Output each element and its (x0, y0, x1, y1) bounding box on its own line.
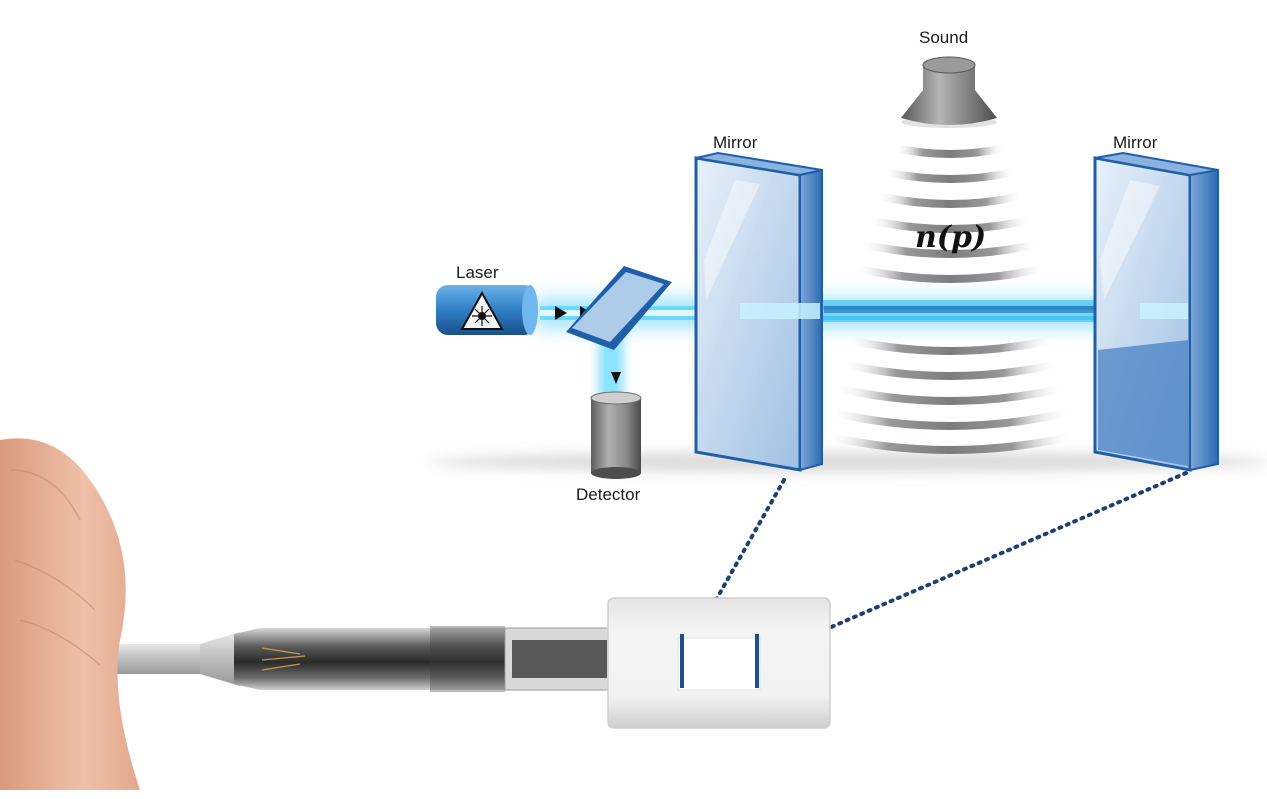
beam-splitter (566, 266, 672, 350)
label-sound: Sound (919, 28, 969, 47)
label-mirror-right: Mirror (1113, 133, 1158, 152)
finger (0, 438, 140, 790)
laser-device (436, 285, 538, 335)
mirror-left (694, 151, 823, 472)
label-mirror-left: Mirror (713, 133, 758, 152)
speaker-icon (901, 56, 997, 128)
label-detector: Detector (576, 485, 641, 504)
label-laser: Laser (456, 263, 499, 282)
mirror-right (1093, 151, 1219, 472)
label-refractive-index: n(p) (915, 220, 987, 255)
sensor-tube (234, 626, 611, 692)
sound-waves (825, 144, 1075, 454)
detector-cylinder (590, 391, 642, 479)
laser-warning-icon (460, 290, 504, 330)
sensor-housing (607, 597, 831, 729)
